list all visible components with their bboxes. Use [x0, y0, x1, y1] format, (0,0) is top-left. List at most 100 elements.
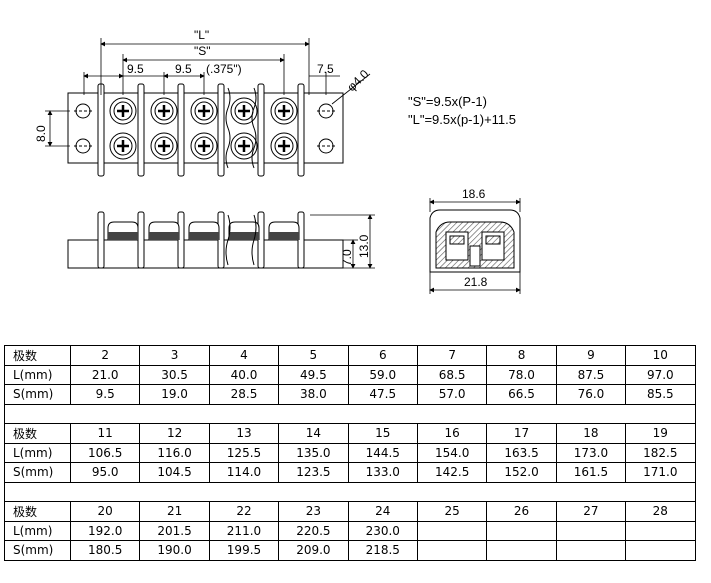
- row-label: 极数: [4, 423, 71, 444]
- spacer-row: [4, 403, 696, 424]
- top-view-posts: [97, 83, 305, 177]
- table-cell: 171.0: [625, 462, 696, 483]
- table-cell: 20: [69, 501, 141, 522]
- table-cell: 133.0: [347, 462, 418, 483]
- table-cell: 17: [486, 423, 557, 444]
- table-cell: 230.0: [347, 520, 418, 541]
- table-cell: 18: [555, 423, 627, 444]
- dim-pitch-1: 9.5: [127, 62, 144, 76]
- row-label: S(mm): [4, 384, 71, 405]
- table-cell: 163.5: [486, 442, 557, 463]
- row-label: 极数: [4, 345, 71, 366]
- phillips-slot-icon: [238, 105, 250, 117]
- table-cell: 66.5: [486, 384, 557, 405]
- table-cell: 220.5: [278, 520, 349, 541]
- dim-hole: φ4.0: [344, 67, 371, 94]
- table-cell: 38.0: [278, 384, 349, 405]
- table-cell: 192.0: [69, 520, 141, 541]
- table-cell: [486, 520, 557, 541]
- table-cell: 13: [208, 423, 280, 444]
- table-cell: 182.5: [625, 442, 696, 463]
- table-cell: 21.0: [69, 364, 141, 385]
- table-cell: 87.5: [555, 364, 627, 385]
- screw-inner: [154, 136, 174, 156]
- break-line: [225, 87, 231, 169]
- table-cell: 26: [486, 501, 557, 522]
- table-cell: [416, 520, 488, 541]
- table-cell: 9.5: [69, 384, 141, 405]
- break-line: [251, 87, 257, 169]
- dim-S: "S": [194, 44, 211, 58]
- table-cell: 25: [416, 501, 488, 522]
- table-cell: [625, 540, 696, 561]
- screw-inner: [113, 101, 133, 121]
- table-cell: 173.0: [555, 442, 627, 463]
- screw-inner: [113, 136, 133, 156]
- table-cell: 19.0: [139, 384, 210, 405]
- dim-h7: 7.0: [340, 249, 354, 266]
- table-cell: 114.0: [208, 462, 280, 483]
- table-cell: 218.5: [347, 540, 418, 561]
- table-cell: 85.5: [625, 384, 696, 405]
- top-view-screws: [109, 97, 298, 160]
- separator-post: [217, 83, 225, 177]
- screw-band: [229, 232, 259, 240]
- screw-inner: [194, 101, 214, 121]
- terminal-block-drawing: "L" "S" 9.5 9.5 (.375") 7.5 φ4.0 8.0 "S"…: [34, 28, 521, 294]
- separator-post: [137, 83, 145, 177]
- screw-inner: [274, 101, 294, 121]
- row-label: S(mm): [4, 462, 71, 483]
- table-cell: 8: [486, 345, 557, 366]
- row-label: 极数: [4, 501, 71, 522]
- table-cell: 76.0: [555, 384, 627, 405]
- spacer-cell: [4, 403, 696, 424]
- screw-band: [189, 232, 219, 240]
- table-cell: 59.0: [347, 364, 418, 385]
- screw-band: [149, 232, 179, 240]
- table-cell: 97.0: [625, 364, 696, 385]
- row-label: L(mm): [4, 364, 71, 385]
- table-cell: 135.0: [278, 442, 349, 463]
- phillips-slot-icon: [278, 140, 290, 152]
- table-cell: 211.0: [208, 520, 280, 541]
- table-cell: 116.0: [139, 442, 210, 463]
- row-label: L(mm): [4, 442, 71, 463]
- table-cell: 68.5: [416, 364, 488, 385]
- table-cell: 9: [555, 345, 627, 366]
- end-view: [429, 209, 521, 273]
- spacer-row: [4, 481, 696, 502]
- spacer-cell: [4, 481, 696, 502]
- table-cell: 57.0: [416, 384, 488, 405]
- screw-inner: [274, 136, 294, 156]
- table-cell: 161.5: [555, 462, 627, 483]
- phillips-slot-icon: [158, 105, 170, 117]
- dim-height-8: 8.0: [34, 125, 48, 142]
- dim-edge: 7.5: [317, 62, 334, 76]
- side-view: [67, 239, 344, 269]
- table-cell: 10: [625, 345, 696, 366]
- phillips-slot-icon: [117, 105, 129, 117]
- separator-post: [97, 211, 105, 269]
- table-cell: 3: [139, 345, 210, 366]
- table-cell: 4: [208, 345, 280, 366]
- table-cell: 16: [416, 423, 488, 444]
- table-cell: [416, 540, 488, 561]
- table-cell: 28: [625, 501, 696, 522]
- break-line: [225, 214, 231, 266]
- screw-inner: [154, 101, 174, 121]
- dim-width-bottom: 21.8: [464, 275, 488, 289]
- phillips-slot-icon: [158, 140, 170, 152]
- dim-pitch-inch: (.375"): [206, 62, 242, 76]
- phillips-slot-icon: [278, 105, 290, 117]
- separator-post: [137, 211, 145, 269]
- table-cell: 6: [347, 345, 418, 366]
